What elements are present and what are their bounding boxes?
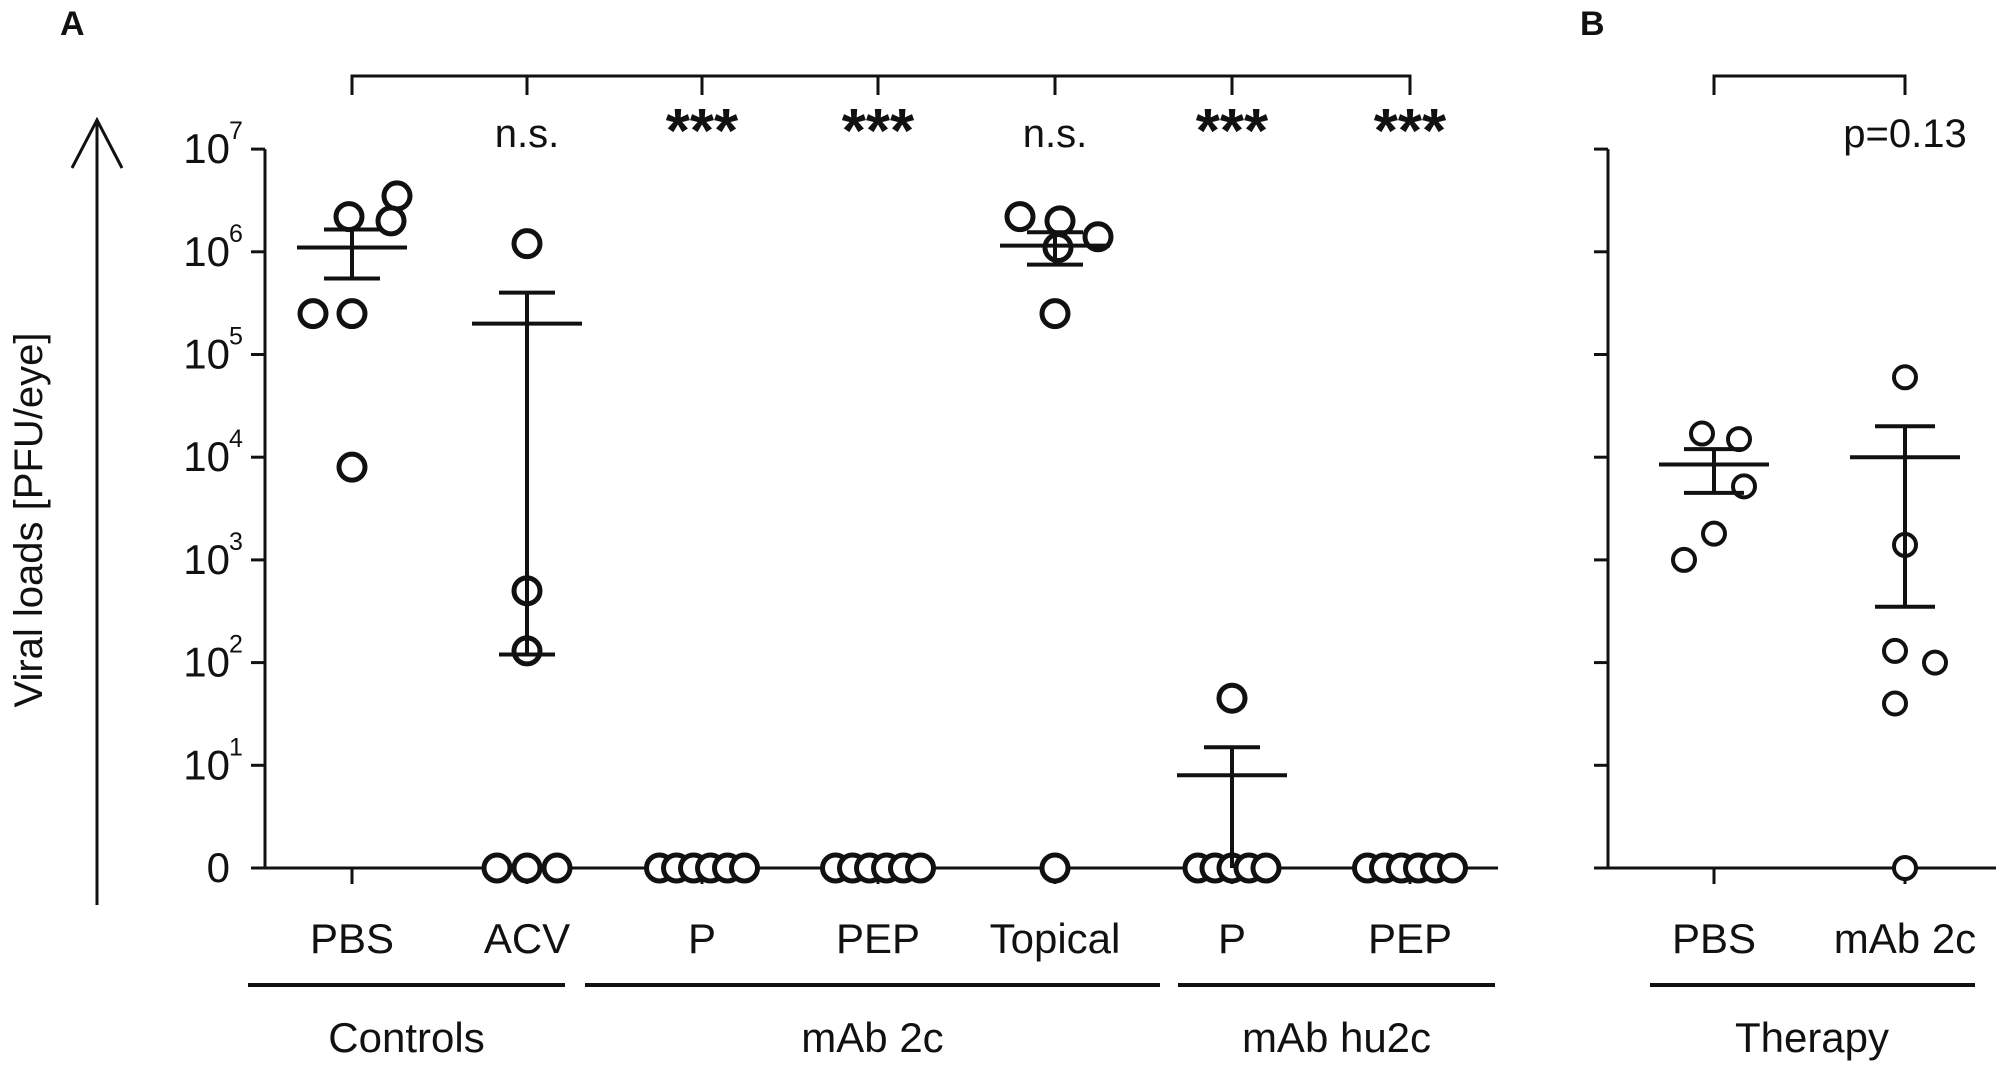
- y-tick-exponent: 4: [229, 425, 243, 453]
- x-tick-label: PEP: [836, 915, 920, 962]
- data-point: [1882, 690, 1908, 717]
- group-label: mAb 2c: [801, 1014, 943, 1061]
- data-point: [1882, 637, 1908, 664]
- data-point: [905, 852, 936, 884]
- data-point: [333, 201, 365, 233]
- y-tick-exponent: 7: [229, 117, 243, 145]
- y-tick-label: 10: [183, 536, 230, 583]
- data-point: [1044, 205, 1076, 237]
- group-label: Controls: [328, 1014, 484, 1061]
- data-point: [1437, 852, 1468, 884]
- data-point: [1216, 682, 1248, 714]
- y-tick-exponent: 1: [229, 733, 243, 761]
- y-tick-label: 10: [183, 125, 230, 172]
- data-point: [1726, 426, 1752, 453]
- significance-label: ***: [666, 97, 739, 166]
- x-tick-label: P: [688, 915, 716, 962]
- y-tick-exponent: 6: [229, 220, 243, 248]
- data-point: [1082, 221, 1114, 253]
- comparison-bracket: [1712, 74, 1907, 95]
- y-axis-arrow: [70, 116, 124, 905]
- y-tick-label: 10: [183, 331, 230, 378]
- data-point: [1892, 364, 1918, 391]
- y-tick-label: 10: [183, 741, 230, 788]
- data-point: [336, 298, 368, 330]
- significance-label: n.s.: [495, 112, 559, 156]
- x-tick-label: P: [1218, 915, 1246, 962]
- data-point: [729, 852, 760, 884]
- data-point: [1922, 649, 1948, 676]
- data-point: [481, 852, 513, 884]
- significance-label: ***: [842, 97, 915, 166]
- significance-label: ***: [1196, 97, 1269, 166]
- comparison-bracket: [350, 74, 1412, 95]
- data-point: [297, 298, 329, 330]
- x-tick-label: PBS: [310, 915, 394, 962]
- significance-label: n.s.: [1023, 112, 1087, 156]
- data-point: [375, 205, 407, 237]
- p-value-label: p=0.13: [1843, 112, 1966, 156]
- data-point: [1892, 855, 1918, 881]
- y-tick-label: 0: [207, 844, 230, 891]
- x-tick-label: PBS: [1672, 915, 1756, 962]
- data-point: [511, 852, 543, 884]
- data-point: [1671, 546, 1697, 573]
- group-label: mAb hu2c: [1242, 1014, 1431, 1061]
- y-tick-label: 10: [183, 433, 230, 480]
- x-tick-label: PEP: [1368, 915, 1452, 962]
- data-point: [336, 451, 368, 483]
- y-tick-exponent: 3: [229, 528, 243, 556]
- data-point: [1250, 852, 1282, 884]
- data-point: [381, 180, 413, 212]
- y-tick-exponent: 2: [229, 631, 243, 659]
- significance-label: ***: [1374, 97, 1447, 166]
- data-point: [1039, 852, 1071, 884]
- panel-label-a: A: [60, 5, 85, 43]
- data-point: [1004, 201, 1036, 233]
- data-point: [1039, 298, 1071, 330]
- y-tick-label: 10: [183, 639, 230, 686]
- x-tick-label: mAb 2c: [1834, 915, 1976, 962]
- x-tick-label: Topical: [990, 915, 1121, 962]
- group-label: Therapy: [1735, 1014, 1889, 1061]
- x-tick-label: ACV: [484, 915, 570, 962]
- data-point: [1701, 520, 1727, 547]
- y-axis-label: Viral loads [PFU/eye]: [7, 333, 51, 708]
- panel-b-plot: PBS mAb 2c Therapy p=0.13: [1594, 74, 1996, 1061]
- y-tick-exponent: 5: [229, 323, 243, 351]
- panel-label-b: B: [1580, 5, 1605, 43]
- data-point: [511, 228, 543, 260]
- data-point: [541, 852, 573, 884]
- data-point: [1689, 420, 1715, 447]
- y-tick-label: 10: [183, 228, 230, 275]
